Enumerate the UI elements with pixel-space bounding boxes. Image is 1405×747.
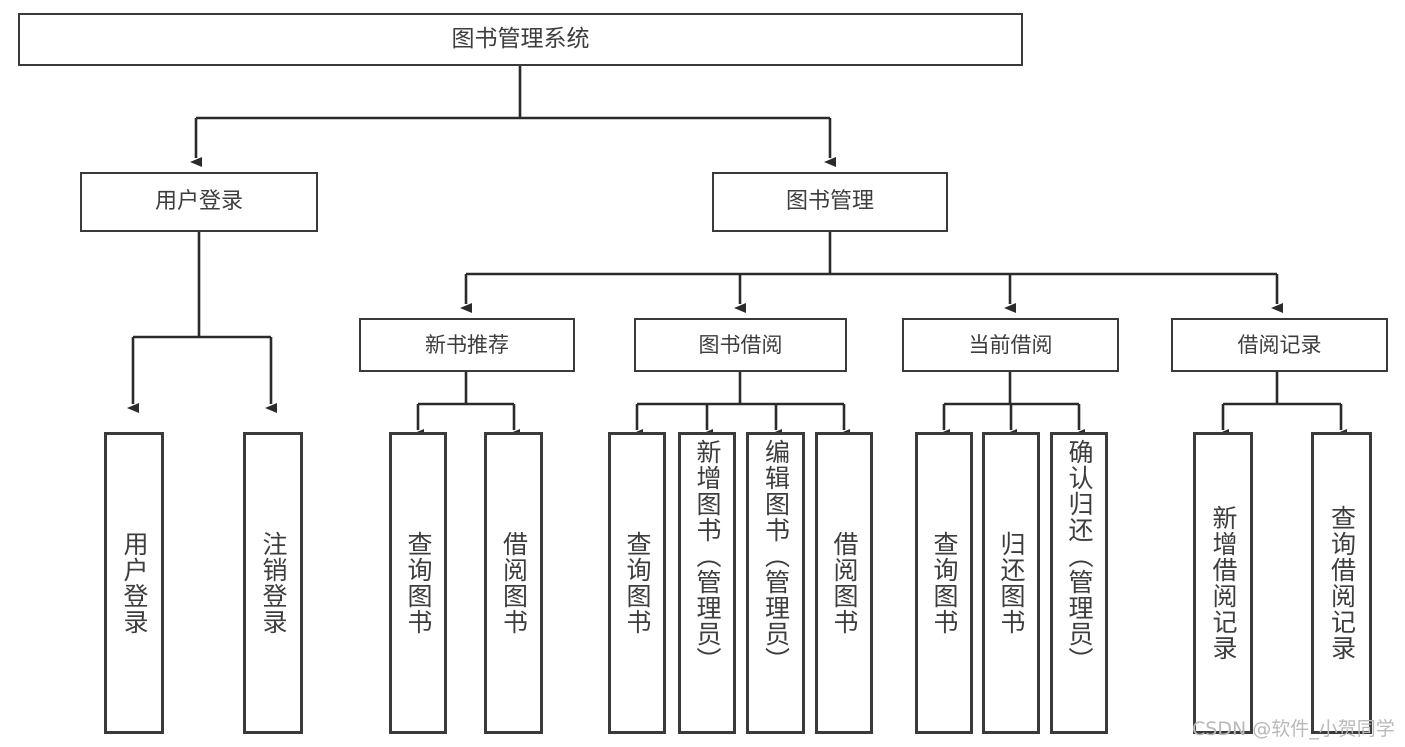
node-label: 新增借阅记录: [1209, 505, 1238, 661]
node-label: 借阅图书: [830, 531, 859, 635]
node-label: 借阅图书: [499, 531, 529, 635]
node-label: 图书管理系统: [451, 26, 590, 53]
node-leaf-borrow-books-recommend[interactable]: 借阅图书: [484, 432, 543, 734]
node-borrow-records[interactable]: 借阅记录: [1171, 318, 1388, 372]
node-leaf-edit-book-admin[interactable]: 编辑图书（管理员）: [746, 432, 805, 734]
node-leaf-query-books-recommend[interactable]: 查询图书: [389, 432, 447, 734]
node-user-login[interactable]: 用户登录: [80, 172, 318, 232]
node-leaf-confirm-return-admin[interactable]: 确认归还（管理员）: [1050, 432, 1108, 734]
node-label: 注销登录: [259, 531, 288, 635]
node-label: 图书管理: [785, 189, 874, 215]
node-label: 查询图书: [930, 531, 959, 635]
node-label: 新增图书（管理员）: [693, 439, 722, 673]
node-label: 确认归还（管理员）: [1065, 439, 1094, 673]
node-leaf-borrow-books[interactable]: 借阅图书: [815, 432, 873, 734]
node-label: 用户登录: [154, 189, 243, 215]
node-label: 用户登录: [120, 531, 149, 635]
node-book-management[interactable]: 图书管理: [712, 172, 948, 232]
node-leaf-user-login[interactable]: 用户登录: [104, 432, 164, 734]
node-leaf-query-books-borrow[interactable]: 查询图书: [608, 432, 666, 734]
node-label: 新书推荐: [425, 332, 509, 357]
node-label: 查询图书: [404, 531, 433, 635]
node-leaf-query-borrow-record[interactable]: 查询借阅记录: [1311, 432, 1372, 734]
node-label: 归还图书: [997, 531, 1026, 635]
node-label: 查询借阅记录: [1327, 505, 1357, 661]
node-leaf-query-books-current[interactable]: 查询图书: [915, 432, 973, 734]
node-leaf-add-borrow-record[interactable]: 新增借阅记录: [1193, 432, 1253, 734]
node-label: 图书借阅: [698, 332, 783, 357]
node-current-borrowing[interactable]: 当前借阅: [902, 318, 1119, 372]
node-new-book-recommendation[interactable]: 新书推荐: [359, 318, 575, 372]
node-label: 当前借阅: [968, 332, 1053, 357]
node-leaf-return-books[interactable]: 归还图书: [982, 432, 1040, 734]
node-label: 借阅记录: [1237, 332, 1322, 357]
node-leaf-add-book-admin[interactable]: 新增图书（管理员）: [678, 432, 736, 734]
node-label: 查询图书: [623, 531, 652, 635]
node-label: 编辑图书（管理员）: [761, 439, 791, 673]
csdn-watermark: CSDN @软件_小贺同学: [1192, 718, 1395, 740]
node-leaf-logout[interactable]: 注销登录: [243, 432, 303, 734]
node-book-borrowing[interactable]: 图书借阅: [634, 318, 847, 372]
node-root-book-management-system[interactable]: 图书管理系统: [18, 13, 1023, 66]
